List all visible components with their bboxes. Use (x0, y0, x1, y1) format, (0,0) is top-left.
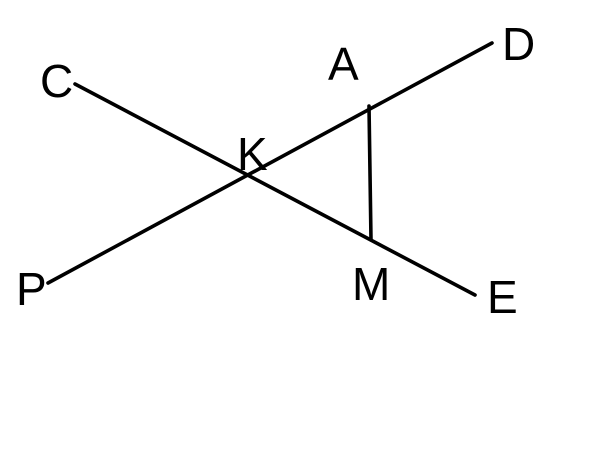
line-p-d (46, 41, 494, 285)
label-e: E (487, 271, 518, 323)
label-p: P (16, 263, 47, 315)
segment-a-m (367, 104, 373, 242)
label-k: K (237, 128, 268, 180)
label-c: C (40, 55, 73, 107)
label-m: M (352, 258, 390, 310)
line-c-e (73, 82, 477, 297)
label-d: D (502, 18, 535, 70)
label-a: A (328, 38, 359, 90)
